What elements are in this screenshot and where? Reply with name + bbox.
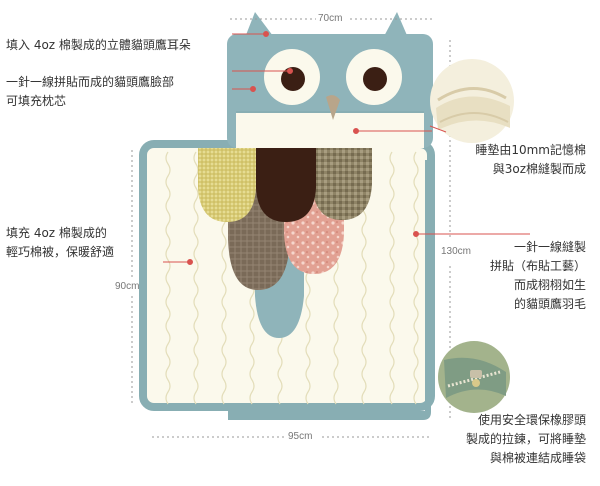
dimension-quilt-height: 90cm (115, 281, 140, 292)
annotation-face-line1: 一針一線拼貼而成的貓頭鷹臉部 (6, 75, 175, 89)
annotation-zipper-line2: 製成的拉鍊，可將睡墊 (465, 432, 586, 446)
annotation-mattress-line2: 與3oz棉縫製而成 (492, 162, 586, 176)
left-eye-pupil (281, 67, 305, 91)
right-eye-pupil (363, 67, 387, 91)
annotation-quilt-line2: 輕巧棉被，保暖舒適 (6, 245, 115, 259)
owl-feathers (198, 148, 372, 338)
beak (326, 95, 340, 120)
annotation-feathers-line4: 的貓頭鷹羽毛 (513, 297, 586, 311)
annotation-ears: 填入 4oz 棉製成的立體貓頭鷹耳朵 (6, 38, 191, 52)
mattress-closeup (429, 59, 514, 143)
dimension-total-height: 130cm (441, 246, 472, 257)
annotation-zipper-line1: 使用安全環保橡膠頭 (477, 413, 586, 427)
feather-plaid (198, 148, 256, 222)
feather-gingham (312, 148, 372, 220)
pointer-lines (163, 31, 530, 265)
right-ear (382, 12, 409, 40)
dimension-bottom-width: 95cm (288, 431, 313, 442)
annotation-mattress-line1: 睡墊由10mm記憶棉 (475, 143, 586, 157)
annotation-face-line2: 可填充枕芯 (6, 94, 67, 108)
owl-head (227, 12, 433, 148)
annotation-feathers-line1: 一針一線縫製 (513, 240, 586, 254)
dimension-lines (131, 18, 451, 438)
annotation-zipper-line3: 與棉被連結成睡袋 (489, 451, 586, 465)
annotation-feathers-line2: 拼貼（布貼工藝） (489, 259, 586, 273)
feather-dark-center (256, 148, 316, 222)
annotation-quilt-line1: 填充 4oz 棉製成的 (6, 226, 107, 240)
zipper-closeup (438, 341, 510, 413)
dimension-top-width: 70cm (318, 13, 343, 24)
annotation-feathers-line3: 而成栩栩如生 (513, 278, 586, 292)
